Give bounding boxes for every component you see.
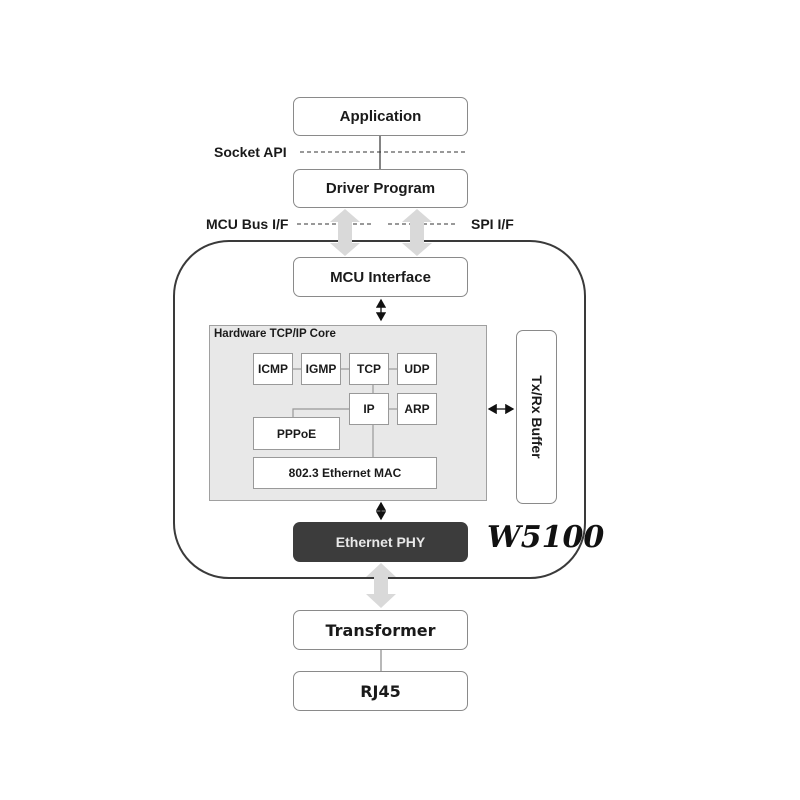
protocol-pppoe: PPPoE <box>253 417 340 450</box>
socket-api-label: Socket API <box>214 144 287 160</box>
phy-transformer-wide-arrow <box>366 563 396 608</box>
ethernet-phy-box: Ethernet PHY <box>293 522 468 562</box>
tcp-label: TCP <box>357 362 381 376</box>
igmp-label: IGMP <box>305 362 337 376</box>
ethernet-mac-box: 802.3 Ethernet MAC <box>253 457 437 489</box>
core-title-label: Hardware TCP/IP Core <box>214 328 336 340</box>
ip-pppoe-line <box>292 408 349 417</box>
application-label: Application <box>339 108 422 125</box>
spi-label: SPI I/F <box>471 216 514 232</box>
transformer-label: Transformer <box>325 620 436 640</box>
rj45-box: RJ45 <box>293 671 468 711</box>
driver-program-box: Driver Program <box>293 169 468 208</box>
icmp-label: ICMP <box>258 362 288 376</box>
transformer-box: Transformer <box>293 610 468 650</box>
arp-label: ARP <box>404 402 430 416</box>
mcu-bus-label: MCU Bus I/F <box>206 216 289 232</box>
rj45-label: RJ45 <box>360 681 401 701</box>
mcu-bus-wide-arrow <box>330 209 360 256</box>
protocol-ip: IP <box>349 393 389 425</box>
protocol-icmp: ICMP <box>253 353 293 385</box>
ip-label: IP <box>363 402 375 416</box>
chip-name-label: W5100 <box>487 520 605 555</box>
ethernet-mac-label: 802.3 Ethernet MAC <box>288 466 402 480</box>
mcu-interface-box: MCU Interface <box>293 257 468 297</box>
pppoe-label: PPPoE <box>276 426 317 441</box>
driver-program-label: Driver Program <box>325 180 436 197</box>
tx-rx-buffer-box: Tx/Rx Buffer <box>516 330 557 504</box>
protocol-udp: UDP <box>397 353 437 385</box>
protocol-tcp: TCP <box>349 353 389 385</box>
mcu-interface-label: MCU Interface <box>330 268 431 286</box>
protocol-igmp: IGMP <box>301 353 341 385</box>
protocol-arp: ARP <box>397 393 437 425</box>
application-box: Application <box>293 97 468 136</box>
ethernet-phy-label: Ethernet PHY <box>335 534 426 550</box>
spi-wide-arrow <box>402 209 432 256</box>
tx-rx-buffer-label: Tx/Rx Buffer <box>528 375 545 459</box>
udp-label: UDP <box>404 362 430 376</box>
